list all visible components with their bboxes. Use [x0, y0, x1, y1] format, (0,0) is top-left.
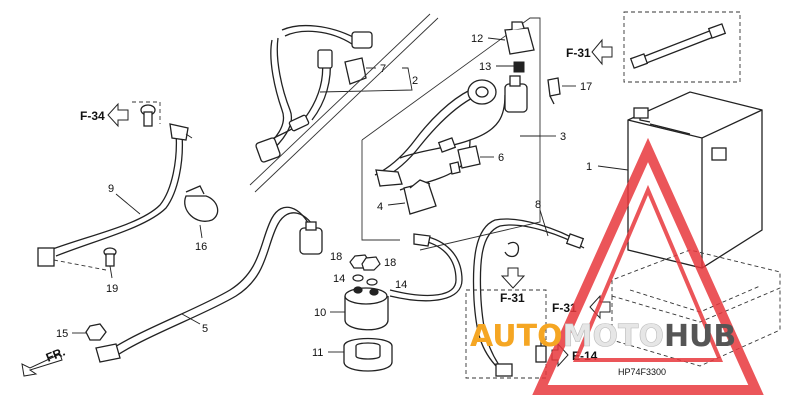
battery-1: [627, 91, 763, 269]
callout-3: 3: [560, 131, 566, 143]
battery-band: [629, 23, 727, 69]
nut-15: [85, 323, 107, 341]
cable-5: [95, 206, 323, 363]
callout-8: 8: [535, 199, 541, 211]
callout-6: 6: [498, 152, 504, 164]
ref-f31-top: F-31: [566, 46, 591, 60]
callout-18a: 18: [330, 251, 342, 263]
terminal-cover-7: [344, 57, 367, 85]
group-box-3: [249, 13, 541, 251]
callout-11: 11: [312, 347, 323, 359]
ref-arrow-f34: [107, 102, 129, 128]
front-label: FR.: [44, 345, 67, 365]
watermark-text: AUTOMOTOHUB: [470, 319, 736, 354]
clip-13: [513, 61, 525, 73]
callout-5: 5: [202, 323, 208, 335]
callout-13: 13: [479, 61, 491, 73]
callout-14a: 14: [333, 273, 345, 285]
ref-arrow-f31-top: [591, 38, 613, 66]
callout-7: 7: [380, 63, 386, 75]
watermark-moto: MOTO: [563, 319, 664, 354]
clamp-16: [184, 185, 219, 222]
bolt-f34: [140, 104, 156, 127]
battery-band-box: [623, 11, 741, 83]
callout-17: 17: [580, 81, 592, 93]
diagram-code: HP74F3300: [618, 367, 666, 377]
front-arrow: [21, 353, 63, 377]
callout-1: 1: [586, 161, 592, 173]
callout-4: 4: [377, 201, 383, 213]
connector-12: [504, 21, 535, 55]
callout-2: 2: [412, 75, 418, 87]
starter-relay-10: [344, 286, 389, 331]
callout-lines-2-7: [319, 67, 413, 93]
relay-6: [449, 145, 481, 175]
relay-cover-11: [343, 337, 393, 372]
terminal-cover-4: [403, 179, 437, 215]
ref-arrow-f31-mid: [500, 267, 526, 289]
clip-17: [547, 77, 561, 105]
callout-9: 9: [108, 183, 114, 195]
washer-14b: [366, 278, 378, 286]
nut-18b: [361, 256, 381, 271]
callout-18b: 18: [384, 257, 396, 269]
bolt-right: [535, 336, 547, 363]
callout-19: 19: [106, 283, 118, 295]
washer-14a: [352, 274, 364, 282]
cable-9: [37, 123, 189, 267]
dashed-link-f34: [132, 101, 161, 124]
callout-10: 10: [314, 307, 326, 319]
dashed-link-19: [53, 259, 107, 271]
callout-15: 15: [56, 328, 68, 340]
wire-harness-3: [374, 75, 528, 191]
bolt-19: [103, 247, 117, 267]
ref-f31-mid: F-31: [500, 291, 525, 305]
wire-harness-sub: [255, 24, 373, 163]
callout-16: 16: [195, 241, 207, 253]
watermark-logo: [532, 137, 764, 395]
watermark-auto: AUTO: [470, 319, 563, 354]
ref-f34: F-34: [80, 109, 105, 123]
cable-small-relay: [389, 233, 463, 302]
cable-8: [472, 218, 585, 377]
callout-14b: 14: [395, 279, 407, 291]
watermark-hub: HUB: [664, 319, 736, 354]
callout-12: 12: [471, 33, 483, 45]
